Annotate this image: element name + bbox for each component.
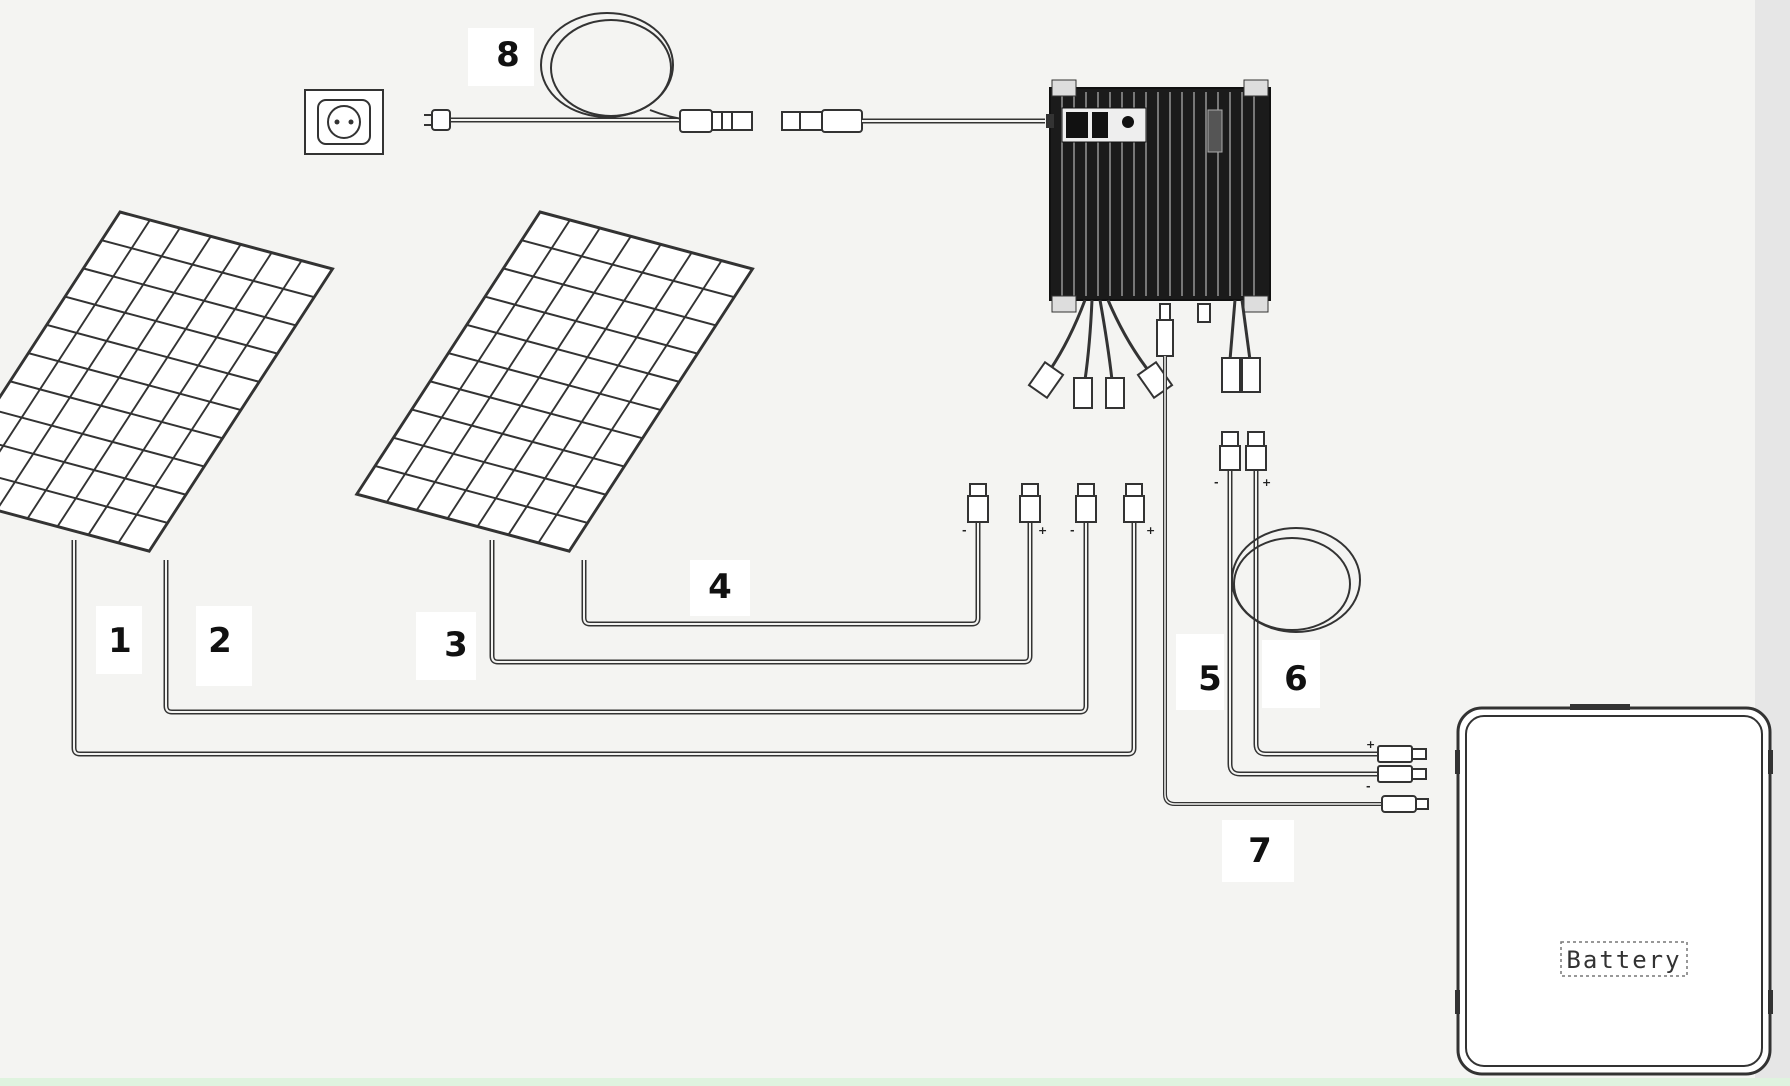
- wall-socket-icon: [304, 89, 384, 155]
- comm-cable: [1163, 356, 1382, 806]
- battery-label: Battery: [1566, 946, 1681, 974]
- bottom-strip: [0, 1078, 1790, 1086]
- solar-panel-icon: [354, 210, 755, 553]
- label-1: 1: [96, 606, 142, 674]
- label-1-text: 1: [108, 621, 132, 661]
- svg-text:+: +: [1366, 738, 1375, 751]
- svg-text:-: -: [1366, 780, 1371, 793]
- label-6: 6: [1262, 640, 1320, 708]
- microinverter-icon: [1046, 79, 1271, 313]
- battery-side-connectors: [1377, 745, 1427, 783]
- inverter-dc-pigtails: [1048, 299, 1150, 381]
- comm-connector-icon: [1381, 795, 1429, 813]
- label-5: 5: [1176, 634, 1224, 710]
- label-8: 8: [468, 28, 534, 86]
- inverter-battery-connectors: [1221, 357, 1261, 393]
- battery-dc-cables: [1227, 468, 1378, 777]
- svg-text:+: +: [1038, 524, 1047, 537]
- polarity-marks: - + + -: [1214, 476, 1375, 793]
- label-3-text: 3: [444, 625, 468, 665]
- plug-icon: [424, 109, 451, 131]
- dc-cables: [71, 520, 1137, 757]
- ac-connector-female-icon: [679, 109, 753, 133]
- ac-connector-male-icon: [781, 109, 863, 133]
- solar-panel-icon: [0, 210, 335, 553]
- label-7: 7: [1222, 820, 1294, 882]
- inverter-comm-connector: [1156, 303, 1174, 357]
- label-3: 3: [416, 612, 476, 680]
- svg-text:-: -: [962, 524, 967, 537]
- label-4-text: 4: [708, 567, 732, 607]
- label-7-text: 7: [1248, 831, 1272, 871]
- polarity-marks: - + - +: [962, 524, 1155, 537]
- svg-text:+: +: [1262, 476, 1271, 489]
- svg-text:+: +: [1146, 524, 1155, 537]
- inverter-dc-connectors: [1027, 360, 1174, 409]
- inverter-battery-pigtails: [1228, 299, 1252, 361]
- connector-icon: [967, 483, 1145, 523]
- label-6-text: 6: [1284, 659, 1308, 699]
- connector-icon: [1219, 431, 1267, 471]
- label-2-text: 2: [208, 621, 232, 661]
- label-8-text: 8: [496, 35, 520, 75]
- ac-cable: [448, 12, 691, 123]
- inverter-port-cap: [1197, 303, 1211, 323]
- label-2: 2: [196, 606, 252, 686]
- label-4: 4: [690, 560, 750, 616]
- svg-text:-: -: [1214, 476, 1219, 489]
- label-5-text: 5: [1198, 659, 1222, 699]
- svg-text:-: -: [1070, 524, 1075, 537]
- battery-icon: [1455, 704, 1773, 1076]
